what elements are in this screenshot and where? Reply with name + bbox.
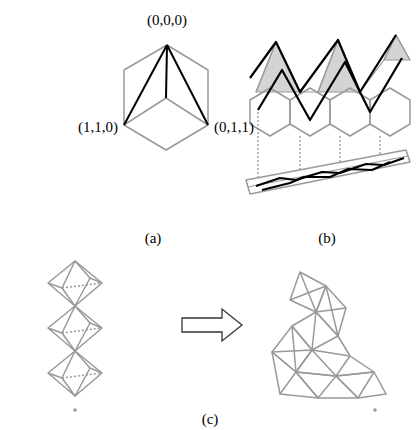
- panel-label: (c): [202, 411, 219, 428]
- octahedron-stack: [48, 261, 102, 411]
- cube-figure: [124, 45, 208, 150]
- coordinate-label: (0,1,1): [214, 119, 254, 136]
- coordinate-label: (0,0,0): [147, 12, 187, 29]
- coordinate-label: (1,1,0): [78, 119, 118, 136]
- zigzag-figure: [246, 35, 410, 194]
- folded-structure: [272, 272, 386, 411]
- transform-arrow: [182, 309, 242, 341]
- panel-label: (a): [145, 230, 162, 247]
- panel-label: (b): [318, 230, 336, 247]
